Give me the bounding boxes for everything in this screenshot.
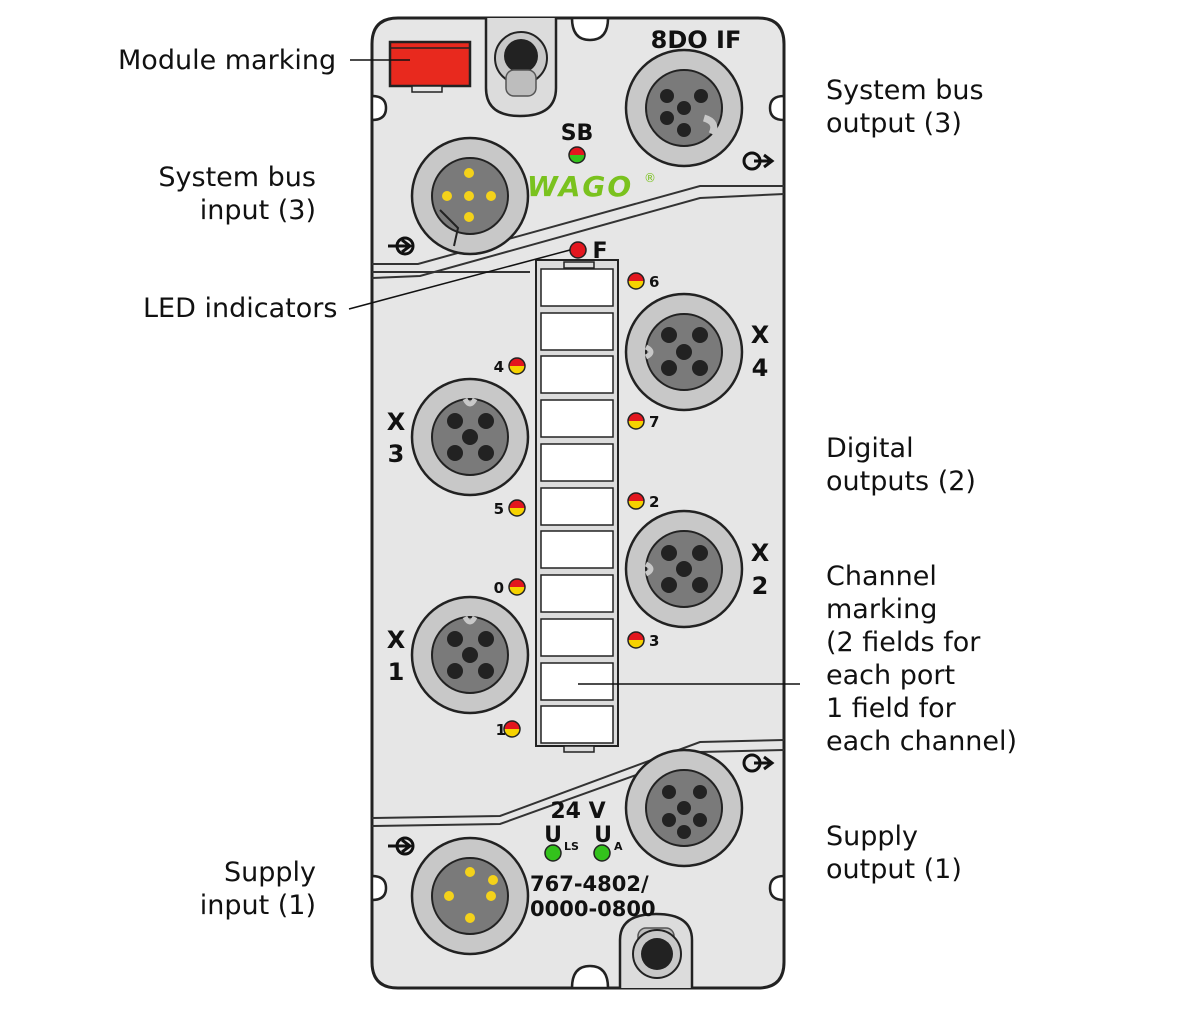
channel-led-label: 0 — [494, 579, 504, 597]
callout-supply-input: Supply input (1) — [150, 856, 316, 922]
port-x2-letter: X — [751, 539, 770, 567]
connector-x2 — [624, 509, 744, 629]
top-screw — [484, 18, 558, 118]
callout-text: input (1) — [199, 890, 316, 921]
system-bus-input-connector — [410, 136, 530, 256]
channel-marking-strip — [535, 259, 619, 753]
callout-digital-outputs: Digital outputs (2) — [826, 432, 976, 498]
connector-x3 — [410, 377, 530, 497]
channel-led-2: 2 — [627, 492, 659, 511]
callout-text: each port — [826, 660, 956, 691]
port-x4-letter: X — [751, 321, 770, 349]
system-bus-output-connector — [624, 48, 744, 168]
callout-text: input (3) — [199, 195, 316, 226]
callout-text: Module marking — [118, 45, 337, 76]
callout-text: Digital — [826, 433, 914, 464]
callout-led-indicators: LED indicators — [143, 292, 337, 325]
callout-channel-marking: Channel marking (2 fields for each port … — [826, 560, 1017, 758]
port-x1-number: 1 — [388, 658, 405, 686]
channel-led-3: 3 — [627, 631, 659, 650]
channel-led-label: 2 — [649, 493, 659, 511]
part-number-line2: 0000-0800 — [530, 897, 656, 921]
supply-output-connector — [624, 748, 744, 868]
channel-led-label: 4 — [494, 358, 504, 376]
callout-module-marking: Module marking — [118, 44, 336, 77]
callout-text: output (1) — [826, 854, 962, 885]
section-dividers — [371, 185, 785, 827]
port-x2-number: 2 — [752, 572, 769, 600]
sb-led — [568, 146, 586, 164]
module-marking-label — [388, 40, 472, 93]
callout-text: 1 field for — [826, 693, 956, 724]
uls-label: U — [544, 823, 562, 848]
leader-lines — [348, 59, 800, 685]
connector-x4 — [624, 292, 744, 412]
channel-led-5: 5 — [494, 499, 526, 518]
fault-label: F — [592, 239, 607, 264]
callout-text: System bus — [158, 162, 316, 193]
callout-text: System bus — [826, 75, 984, 106]
channel-led-0: 0 — [494, 578, 526, 597]
port-x3-letter: X — [387, 408, 406, 436]
ua-label: U — [594, 823, 612, 848]
callout-text: marking — [826, 594, 938, 625]
uls-led — [544, 844, 562, 862]
callout-text: LED indicators — [143, 293, 338, 324]
channel-led-label: 1 — [496, 721, 506, 739]
callout-system-bus-input: System bus input (3) — [140, 161, 316, 227]
callout-text: each channel) — [826, 726, 1018, 757]
channel-led-4: 4 — [494, 357, 526, 376]
brand-logo: WAGO — [527, 170, 633, 203]
sb-label: SB — [561, 121, 594, 146]
callout-text: output (3) — [826, 108, 962, 139]
port-x3-number: 3 — [388, 440, 405, 468]
voltage-label: 24 V — [550, 799, 605, 824]
channel-led-7: 7 — [627, 412, 659, 431]
bus-in-arrow-icon — [388, 236, 415, 256]
callout-system-bus-output: System bus output (3) — [826, 74, 984, 140]
callout-text: outputs (2) — [826, 466, 976, 497]
supply-input-connector — [410, 836, 530, 956]
callout-supply-output: Supply output (1) — [826, 820, 962, 886]
leader-led-indicators — [348, 249, 571, 310]
supply-out-arrow-icon — [742, 753, 775, 773]
callout-text: Supply — [223, 857, 316, 888]
channel-led-label: 6 — [649, 273, 659, 291]
ua-led — [593, 844, 611, 862]
callout-text: Channel — [826, 561, 937, 592]
callout-text: (2 fields for — [826, 627, 981, 658]
supply-in-arrow-icon — [388, 836, 415, 856]
channel-led-label: 7 — [649, 413, 659, 431]
port-x1-letter: X — [387, 626, 406, 654]
bus-out-arrow-icon — [742, 151, 775, 171]
brand-registered: ® — [644, 171, 656, 185]
channel-led-label: 5 — [494, 500, 504, 518]
fault-led — [569, 241, 587, 259]
part-number-line1: 767-4802/ — [530, 872, 649, 896]
connector-x1 — [410, 595, 530, 715]
module-name: 8DO IF — [651, 26, 742, 54]
mounting-notches — [370, 16, 786, 990]
ua-subscript: A — [614, 840, 623, 853]
callout-text: Supply — [826, 821, 919, 852]
port-x4-number: 4 — [752, 354, 769, 382]
channel-led-6: 6 — [627, 272, 659, 291]
uls-subscript: LS — [564, 840, 579, 853]
channel-led-1: 1 — [496, 720, 521, 739]
channel-led-label: 3 — [649, 632, 659, 650]
bottom-screw — [618, 912, 694, 988]
